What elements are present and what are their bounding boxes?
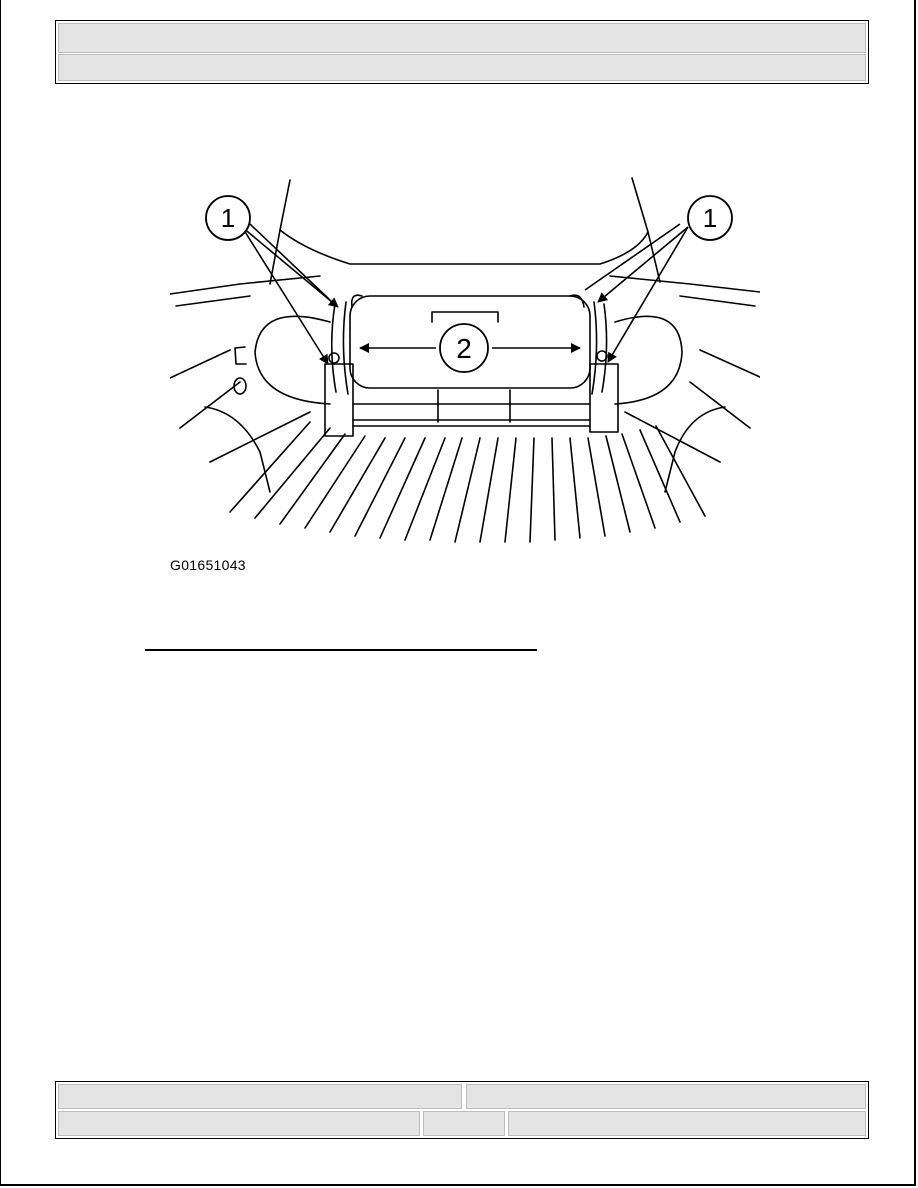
fuel-tank-illustration: 1 1 2 [170, 177, 760, 543]
footer-top-right [466, 1084, 866, 1109]
callout-1-left-label: 1 [221, 203, 235, 233]
callout-2-label: 2 [456, 333, 472, 364]
header-title-bar [58, 23, 866, 53]
callout-1-right-label: 1 [703, 203, 717, 233]
footer-bottom-middle [423, 1111, 505, 1136]
callout-1-right: 1 [687, 195, 733, 241]
page-footer [55, 1081, 869, 1139]
figure-id: G01651043 [170, 557, 246, 573]
callout-2: 2 [439, 323, 489, 373]
right-tank-end [614, 315, 683, 405]
callout-1-left: 1 [205, 195, 251, 241]
left-bracket [324, 363, 354, 437]
cab-outline [279, 177, 649, 265]
footer-top-left [58, 1084, 462, 1109]
section-divider [145, 649, 537, 651]
right-bracket [589, 363, 619, 433]
header-subtitle-bar [58, 54, 866, 81]
footer-bottom-right [508, 1111, 866, 1136]
footer-bottom-left [58, 1111, 420, 1136]
left-tank-end [254, 315, 331, 405]
page-header [55, 20, 869, 84]
main-tank [349, 295, 591, 389]
